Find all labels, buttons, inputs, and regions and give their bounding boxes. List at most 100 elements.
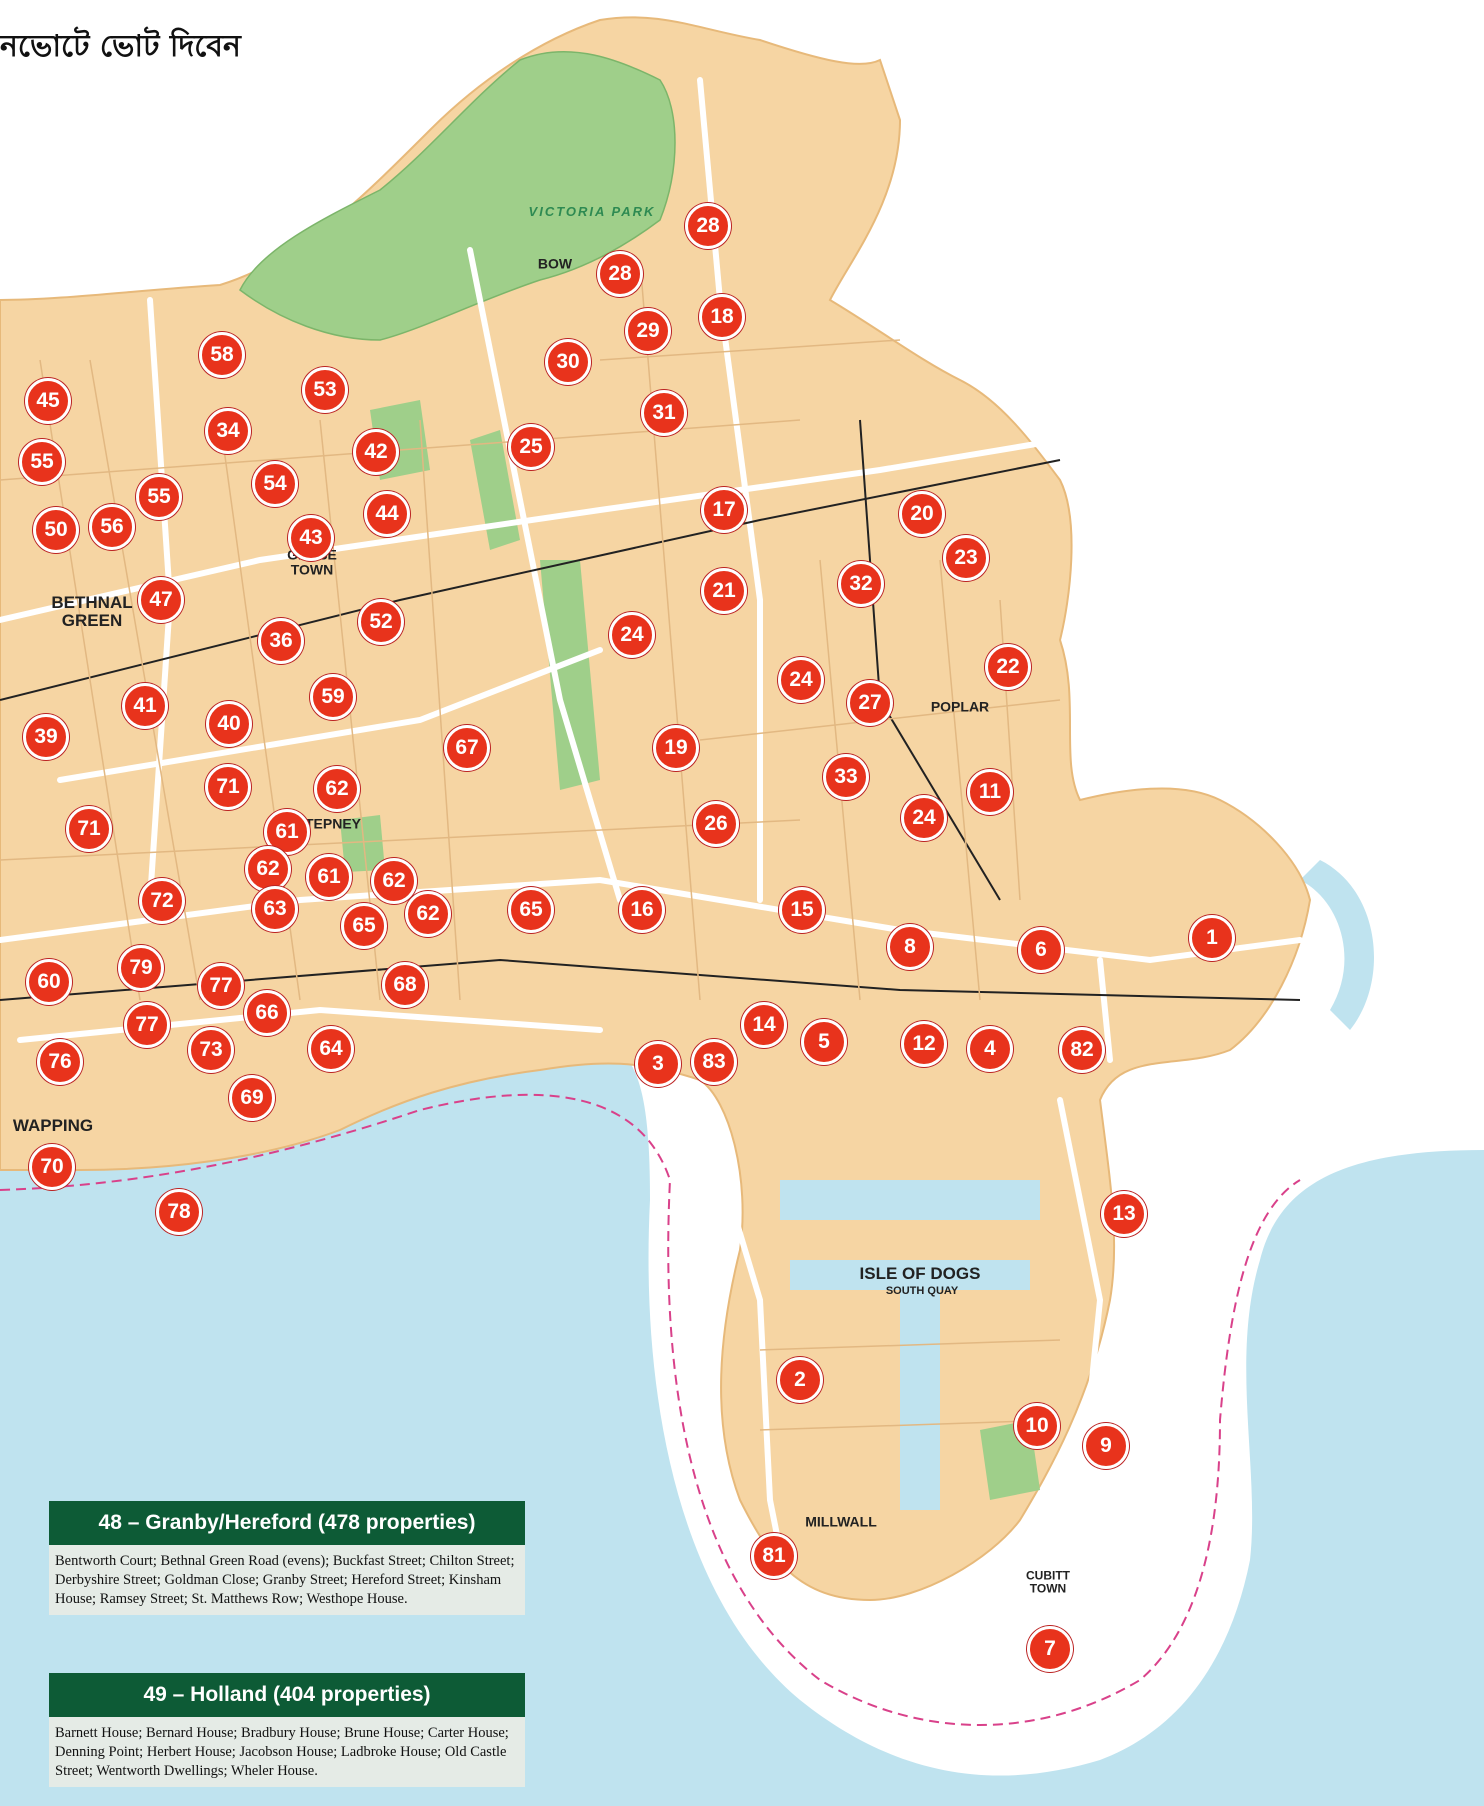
- ward-marker[interactable]: 82: [1059, 1027, 1105, 1073]
- ward-marker[interactable]: 28: [597, 251, 643, 297]
- header-bengali-text: নভোটে ভোট দিবেন: [0, 29, 241, 64]
- ward-marker[interactable]: 60: [26, 959, 72, 1005]
- ward-marker[interactable]: 67: [444, 725, 490, 771]
- dock-south: [790, 1260, 1030, 1290]
- ward-marker[interactable]: 65: [341, 903, 387, 949]
- ward-marker[interactable]: 26: [693, 801, 739, 847]
- ward-marker[interactable]: 20: [899, 491, 945, 537]
- ward-48-streets: Bentworth Court; Bethnal Green Road (eve…: [49, 1545, 525, 1615]
- ward-marker[interactable]: 52: [358, 599, 404, 645]
- ward-marker[interactable]: 62: [245, 846, 291, 892]
- ward-marker[interactable]: 5: [801, 1019, 847, 1065]
- ward-49-streets: Barnett House; Bernard House; Bradbury H…: [49, 1717, 525, 1787]
- ward-marker[interactable]: 65: [508, 887, 554, 933]
- ward-marker[interactable]: 50: [33, 507, 79, 553]
- place-millwall: MILLWALL: [805, 1513, 877, 1530]
- ward-marker[interactable]: 22: [985, 644, 1031, 690]
- ward-marker[interactable]: 44: [364, 491, 410, 537]
- ward-marker[interactable]: 4: [967, 1026, 1013, 1072]
- ward-marker[interactable]: 79: [118, 945, 164, 991]
- dock-west-india: [780, 1180, 1040, 1220]
- ward-marker[interactable]: 7: [1027, 1626, 1073, 1672]
- ward-marker[interactable]: 40: [206, 701, 252, 747]
- ward-marker[interactable]: 10: [1014, 1403, 1060, 1449]
- ward-marker[interactable]: 16: [619, 887, 665, 933]
- ward-marker[interactable]: 77: [124, 1002, 170, 1048]
- park-small-3: [340, 815, 385, 872]
- ward-marker[interactable]: 59: [310, 674, 356, 720]
- ward-marker[interactable]: 33: [823, 754, 869, 800]
- ward-marker[interactable]: 39: [23, 714, 69, 760]
- ward-marker[interactable]: 12: [901, 1021, 947, 1067]
- ward-marker[interactable]: 24: [778, 657, 824, 703]
- ward-marker[interactable]: 27: [847, 680, 893, 726]
- ward-marker[interactable]: 3: [635, 1041, 681, 1087]
- ward-marker[interactable]: 18: [699, 294, 745, 340]
- ward-marker[interactable]: 77: [198, 963, 244, 1009]
- ward-marker[interactable]: 24: [901, 795, 947, 841]
- ward-marker[interactable]: 30: [545, 339, 591, 385]
- ward-marker[interactable]: 55: [19, 439, 65, 485]
- ward-marker[interactable]: 24: [609, 612, 655, 658]
- ward-marker[interactable]: 62: [371, 858, 417, 904]
- ward-marker[interactable]: 64: [308, 1026, 354, 1072]
- ward-marker[interactable]: 32: [838, 561, 884, 607]
- ward-marker[interactable]: 1: [1189, 915, 1235, 961]
- place-south-quay: SOUTH QUAY: [885, 1285, 959, 1298]
- ward-marker[interactable]: 66: [244, 990, 290, 1036]
- ward-marker[interactable]: 71: [205, 764, 251, 810]
- ward-marker[interactable]: 54: [252, 461, 298, 507]
- ward-marker[interactable]: 68: [382, 962, 428, 1008]
- ward-marker[interactable]: 56: [89, 504, 135, 550]
- ward-marker[interactable]: 14: [741, 1002, 787, 1048]
- ward-marker[interactable]: 70: [29, 1144, 75, 1190]
- ward-info-49: 49 – Holland (404 properties) Barnett Ho…: [49, 1673, 525, 1787]
- ward-marker[interactable]: 43: [288, 515, 334, 561]
- ward-marker[interactable]: 61: [306, 854, 352, 900]
- ward-marker[interactable]: 58: [199, 332, 245, 378]
- ward-marker[interactable]: 29: [625, 308, 671, 354]
- ward-marker[interactable]: 15: [779, 887, 825, 933]
- ward-marker[interactable]: 23: [943, 535, 989, 581]
- ward-marker[interactable]: 28: [685, 203, 731, 249]
- ward-marker[interactable]: 62: [405, 891, 451, 937]
- ward-marker[interactable]: 63: [252, 886, 298, 932]
- ward-marker[interactable]: 19: [653, 725, 699, 771]
- ward-marker[interactable]: 62: [314, 766, 360, 812]
- ward-marker[interactable]: 36: [258, 618, 304, 664]
- ward-marker[interactable]: 2: [777, 1357, 823, 1403]
- ward-marker[interactable]: 83: [691, 1039, 737, 1085]
- ward-marker[interactable]: 17: [701, 487, 747, 533]
- ward-marker[interactable]: 73: [188, 1027, 234, 1073]
- ward-marker[interactable]: 71: [66, 806, 112, 852]
- ward-marker[interactable]: 78: [156, 1189, 202, 1235]
- place-isle-of-dogs: ISLE OF DOGS: [859, 1264, 981, 1284]
- ward-marker[interactable]: 9: [1083, 1423, 1129, 1469]
- ward-marker[interactable]: 55: [136, 474, 182, 520]
- place-poplar: POPLAR: [930, 698, 990, 715]
- river-lea: [1300, 860, 1374, 1030]
- ward-48-heading: 48 – Granby/Hereford (478 properties): [49, 1501, 525, 1545]
- ward-marker[interactable]: 41: [122, 683, 168, 729]
- ward-marker[interactable]: 25: [508, 424, 554, 470]
- dock-millwall: [900, 1290, 940, 1510]
- ward-marker[interactable]: 21: [701, 568, 747, 614]
- ward-marker[interactable]: 47: [138, 577, 184, 623]
- ward-marker[interactable]: 34: [205, 408, 251, 454]
- ward-marker[interactable]: 42: [353, 429, 399, 475]
- place-tepney: TEPNEY: [304, 815, 362, 832]
- ward-marker[interactable]: 72: [139, 878, 185, 924]
- ward-marker[interactable]: 11: [967, 769, 1013, 815]
- ward-49-heading: 49 – Holland (404 properties): [49, 1673, 525, 1717]
- ward-marker[interactable]: 8: [887, 924, 933, 970]
- ward-marker[interactable]: 6: [1018, 927, 1064, 973]
- ward-marker[interactable]: 81: [751, 1533, 797, 1579]
- ward-marker[interactable]: 13: [1101, 1191, 1147, 1237]
- ward-marker[interactable]: 53: [302, 367, 348, 413]
- mile-end-park: [540, 560, 600, 790]
- ward-marker[interactable]: 76: [37, 1039, 83, 1085]
- place-bow: BOW: [537, 255, 573, 272]
- ward-marker[interactable]: 31: [641, 390, 687, 436]
- ward-marker[interactable]: 69: [229, 1075, 275, 1121]
- ward-marker[interactable]: 45: [25, 378, 71, 424]
